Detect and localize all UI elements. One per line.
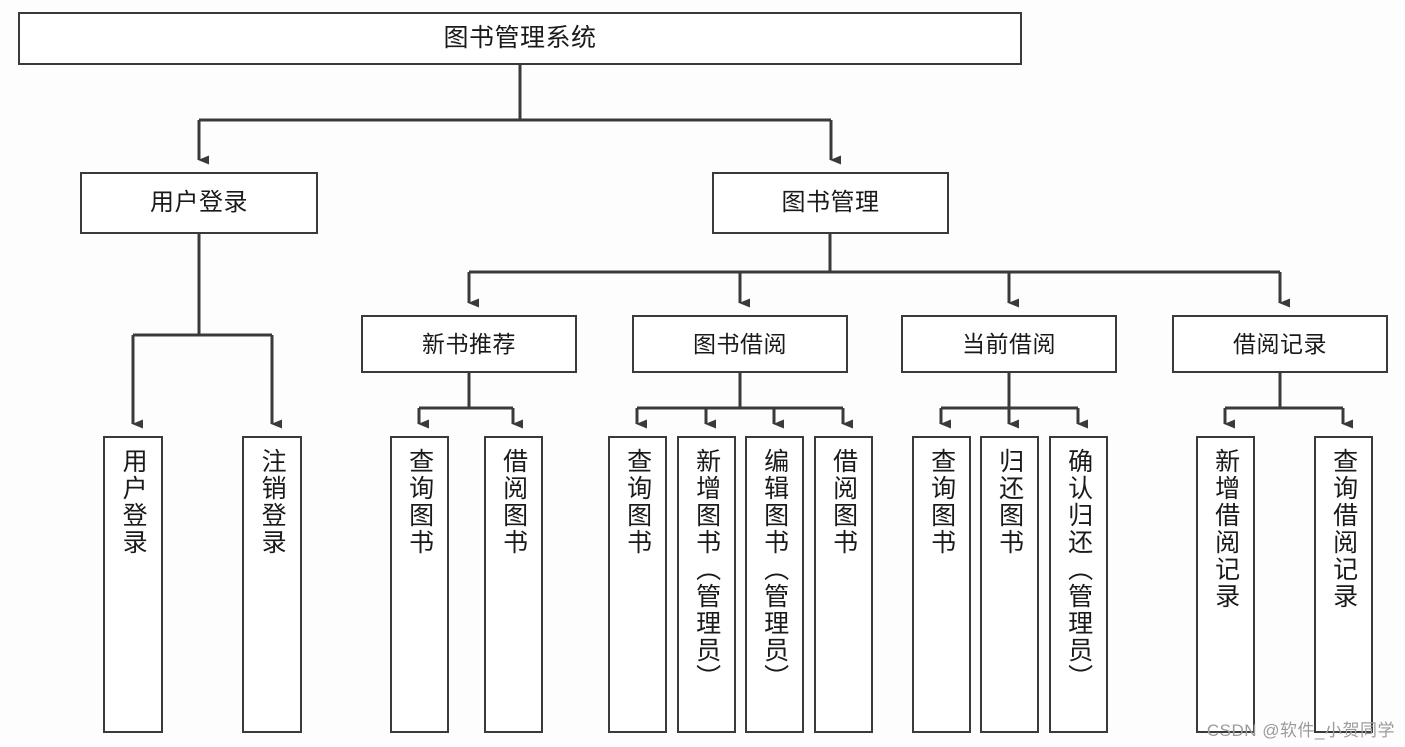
node-leaf-user-login[interactable]: 用户登录 [103, 436, 163, 733]
node-label: 编辑图书（管理员） [760, 448, 789, 691]
node-root-system[interactable]: 图书管理系统 [18, 12, 1022, 65]
node-label: 查询图书 [623, 448, 652, 556]
node-label: 归还图书 [995, 448, 1024, 556]
node-label: 图书管理 [781, 189, 880, 217]
node-leaf-return-books[interactable]: 归还图书 [980, 436, 1039, 733]
node-user-login[interactable]: 用户登录 [80, 172, 318, 234]
node-label: 图书借阅 [693, 330, 787, 357]
node-leaf-add-book-admin[interactable]: 新增图书（管理员） [677, 436, 736, 733]
node-label: 借阅记录 [1233, 330, 1327, 357]
node-leaf-search-books-current[interactable]: 查询图书 [912, 436, 971, 733]
node-label: 当前借阅 [962, 330, 1056, 357]
node-leaf-borrow-books[interactable]: 借阅图书 [814, 436, 873, 733]
node-label: 查询借阅记录 [1329, 448, 1358, 610]
node-leaf-borrow-books-recommend[interactable]: 借阅图书 [484, 436, 543, 733]
node-label: 查询图书 [927, 448, 956, 556]
node-current-borrow[interactable]: 当前借阅 [901, 315, 1117, 373]
node-leaf-search-books-borrow[interactable]: 查询图书 [608, 436, 667, 733]
node-book-management[interactable]: 图书管理 [712, 172, 949, 234]
csdn-watermark: CSDN @软件_小贺同学 [1206, 721, 1395, 740]
node-label: 新增图书（管理员） [692, 448, 721, 691]
node-leaf-search-books-recommend[interactable]: 查询图书 [390, 436, 449, 733]
node-leaf-edit-book-admin[interactable]: 编辑图书（管理员） [745, 436, 804, 733]
node-leaf-search-borrow-record[interactable]: 查询借阅记录 [1314, 436, 1373, 733]
node-label: 确认归还（管理员） [1064, 448, 1093, 691]
node-label: 新书推荐 [422, 330, 516, 357]
node-leaf-add-borrow-record[interactable]: 新增借阅记录 [1196, 436, 1255, 733]
node-label: 新增借阅记录 [1211, 448, 1240, 610]
node-new-book-recommend[interactable]: 新书推荐 [361, 315, 577, 373]
node-label: 借阅图书 [829, 448, 858, 556]
node-borrow-records[interactable]: 借阅记录 [1172, 315, 1388, 373]
node-book-borrow[interactable]: 图书借阅 [632, 315, 848, 373]
node-label: 查询图书 [405, 448, 434, 556]
node-leaf-logout[interactable]: 注销登录 [242, 436, 302, 733]
node-label: 借阅图书 [499, 448, 528, 556]
node-label: 用户登录 [150, 189, 248, 217]
node-leaf-confirm-return-admin[interactable]: 确认归还（管理员） [1049, 436, 1108, 733]
node-label: 用户登录 [119, 448, 148, 556]
node-label: 注销登录 [258, 448, 287, 556]
node-label: 图书管理系统 [443, 24, 597, 53]
